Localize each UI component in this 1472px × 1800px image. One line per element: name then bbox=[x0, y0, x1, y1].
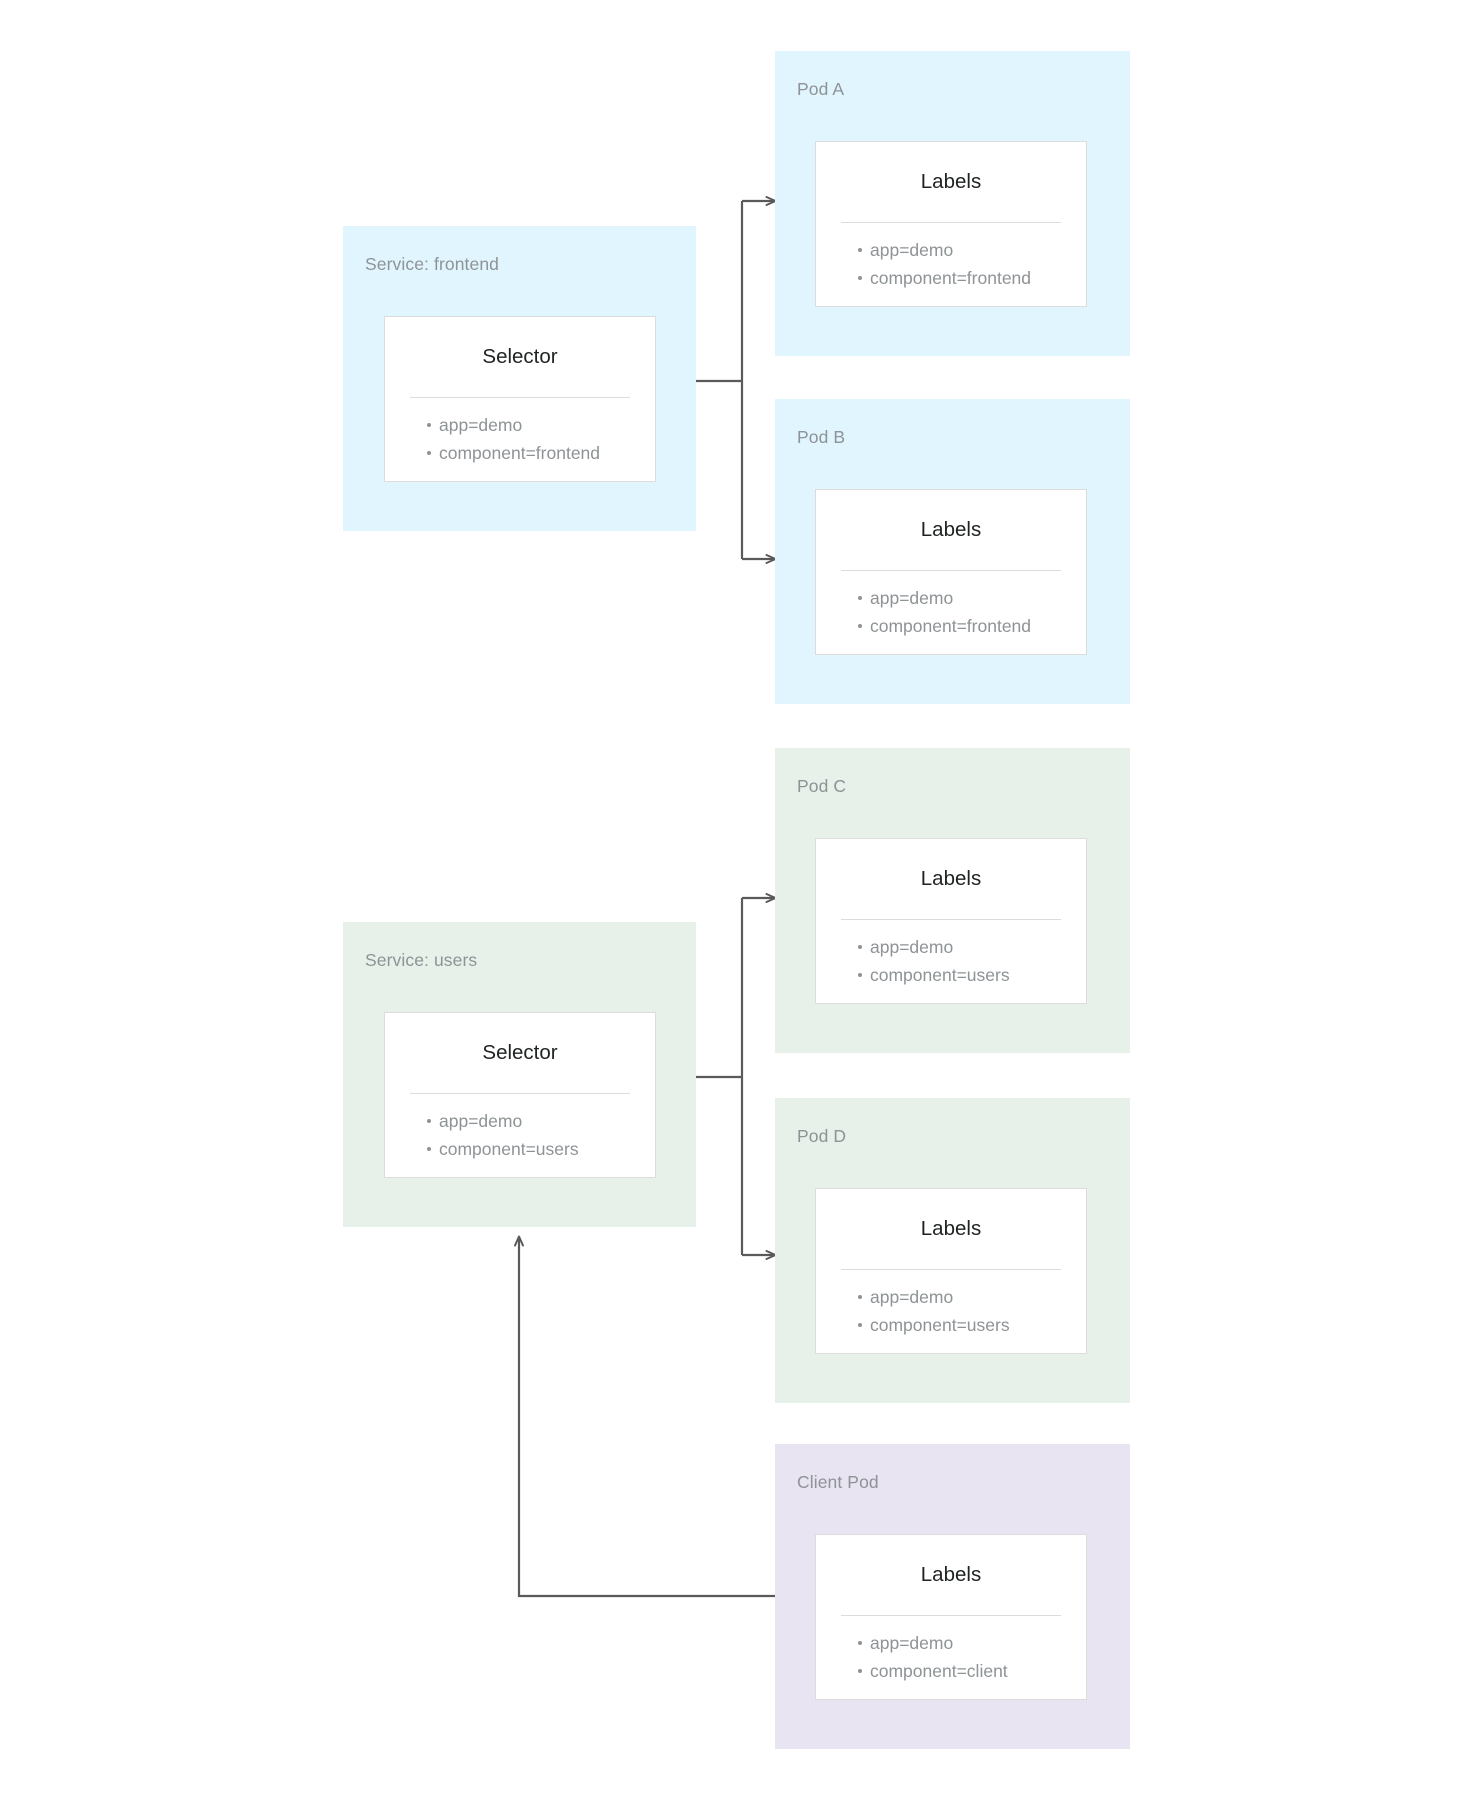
group-pod-a: Pod A Labels app=demo component=frontend bbox=[775, 51, 1130, 356]
group-client-pod: Client Pod Labels app=demo component=cli… bbox=[775, 1444, 1130, 1749]
pod-d-title: Pod D bbox=[797, 1126, 847, 1146]
group-pod-c: Pod C Labels app=demo component=users bbox=[775, 748, 1130, 1053]
list-item: app=demo bbox=[816, 236, 1086, 264]
service-users-selector-card: Selector app=demo component=users bbox=[384, 1012, 656, 1178]
pod-a-card-divider bbox=[841, 221, 1061, 223]
client-pod-labels-card: Labels app=demo component=client bbox=[815, 1534, 1087, 1700]
arrow-to-service-users bbox=[514, 1235, 775, 1598]
pod-d-label-list: app=demo component=users bbox=[816, 1270, 1086, 1339]
pod-c-label-list: app=demo component=users bbox=[816, 920, 1086, 989]
group-pod-b: Pod B Labels app=demo component=frontend bbox=[775, 399, 1130, 704]
pod-d-card-divider bbox=[841, 1268, 1061, 1270]
service-users-card-divider bbox=[410, 1092, 630, 1094]
service-frontend-title: Service: frontend bbox=[365, 254, 499, 274]
list-item: app=demo bbox=[385, 411, 655, 439]
pod-b-card-heading: Labels bbox=[920, 518, 982, 541]
connector-users-to-pods bbox=[696, 893, 777, 1260]
client-pod-title: Client Pod bbox=[797, 1472, 879, 1492]
service-frontend-card-heading: Selector bbox=[482, 345, 558, 368]
pod-b-card-divider bbox=[841, 569, 1061, 571]
pod-d-card-heading: Labels bbox=[920, 1217, 982, 1240]
client-pod-card-heading: Labels bbox=[920, 1563, 982, 1586]
list-item: component=users bbox=[816, 1311, 1086, 1339]
pod-a-title: Pod A bbox=[797, 79, 845, 99]
group-service-users: Service: users Selector app=demo compone… bbox=[343, 922, 696, 1227]
pod-c-labels-card: Labels app=demo component=users bbox=[815, 838, 1087, 1004]
pod-b-label-list: app=demo component=frontend bbox=[816, 571, 1086, 640]
list-item: component=users bbox=[385, 1135, 655, 1163]
service-frontend-selector-card: Selector app=demo component=frontend bbox=[384, 316, 656, 482]
client-pod-card-divider bbox=[841, 1614, 1061, 1616]
group-service-frontend: Service: frontend Selector app=demo comp… bbox=[343, 226, 696, 531]
service-users-selector-list: app=demo component=users bbox=[385, 1094, 655, 1163]
list-item: component=frontend bbox=[385, 439, 655, 467]
list-item: app=demo bbox=[816, 1283, 1086, 1311]
pod-c-title: Pod C bbox=[797, 776, 847, 796]
list-item: component=frontend bbox=[816, 612, 1086, 640]
pod-c-card-heading: Labels bbox=[920, 867, 982, 890]
list-item: component=users bbox=[816, 961, 1086, 989]
service-users-title: Service: users bbox=[365, 950, 478, 970]
list-item: component=frontend bbox=[816, 264, 1086, 292]
pod-b-title: Pod B bbox=[797, 427, 846, 447]
list-item: component=client bbox=[816, 1657, 1086, 1685]
list-item: app=demo bbox=[385, 1107, 655, 1135]
pod-a-labels-card: Labels app=demo component=frontend bbox=[815, 141, 1087, 307]
service-users-card-heading: Selector bbox=[482, 1041, 558, 1064]
group-pod-d: Pod D Labels app=demo component=users bbox=[775, 1098, 1130, 1403]
list-item: app=demo bbox=[816, 584, 1086, 612]
service-frontend-card-divider bbox=[410, 396, 630, 398]
pod-c-card-divider bbox=[841, 918, 1061, 920]
connector-frontend-to-pods bbox=[696, 196, 777, 564]
connector-client-to-users bbox=[514, 1235, 775, 1598]
pod-a-label-list: app=demo component=frontend bbox=[816, 223, 1086, 292]
pod-d-labels-card: Labels app=demo component=users bbox=[815, 1188, 1087, 1354]
list-item: app=demo bbox=[816, 933, 1086, 961]
pod-b-labels-card: Labels app=demo component=frontend bbox=[815, 489, 1087, 655]
pod-a-card-heading: Labels bbox=[920, 170, 982, 193]
service-frontend-selector-list: app=demo component=frontend bbox=[385, 398, 655, 467]
list-item: app=demo bbox=[816, 1629, 1086, 1657]
client-pod-label-list: app=demo component=client bbox=[816, 1616, 1086, 1685]
